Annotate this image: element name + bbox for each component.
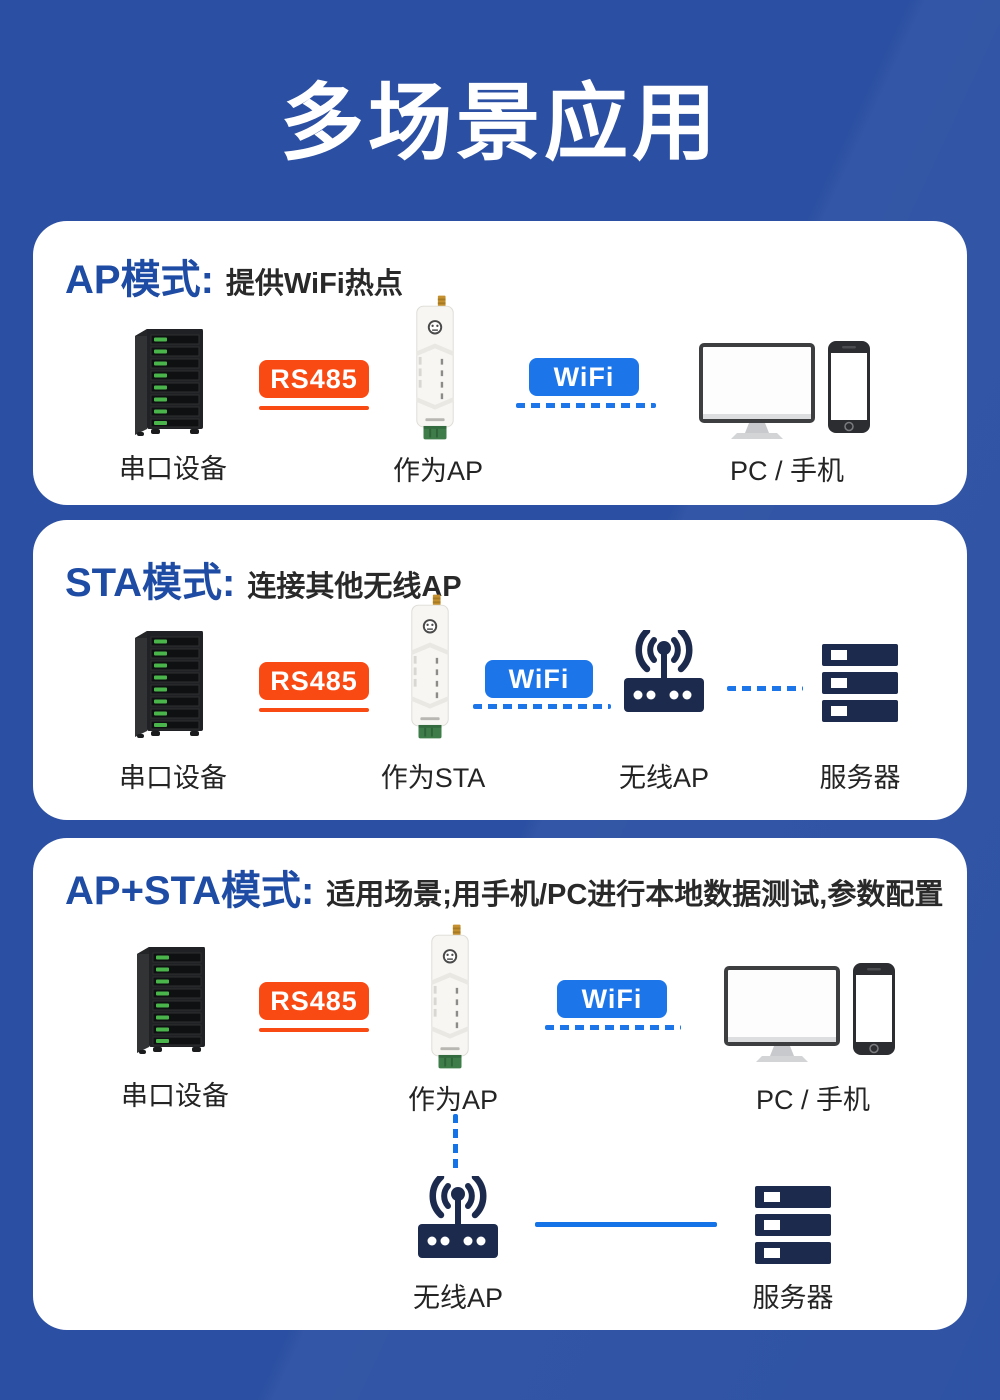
wifi-dashed-line	[473, 704, 611, 709]
ap-sta-mode-panel: AP+STA模式: 适用场景;用手机/PC进行本地数据测试,参数配置 串口设备 …	[33, 838, 967, 1330]
wireless-ap-label: 无线AP	[619, 763, 710, 793]
ap-server-dashed-line	[727, 686, 803, 691]
rs485-connection-line	[259, 406, 369, 410]
mode-description: 适用场景;用手机/PC进行本地数据测试,参数配置	[326, 879, 944, 911]
smartphone-icon	[828, 341, 870, 433]
client-devices-label: PC / 手机	[729, 456, 844, 486]
server-rack-icon	[137, 947, 205, 1054]
monitor-icon	[699, 343, 815, 439]
rs485-connection-line	[259, 708, 369, 712]
converter-role-label: 作为AP	[392, 456, 484, 486]
wireless-ap-router-icon	[624, 630, 704, 712]
wireless-ap-label: 无线AP	[413, 1283, 504, 1313]
mode-description: 提供WiFi热点	[225, 268, 403, 300]
serial-device-label: 串口设备	[121, 1081, 229, 1111]
ap-mode-panel: AP模式: 提供WiFi热点 串口设备 RS485	[33, 221, 967, 505]
rs485-badge: RS485	[259, 360, 369, 398]
serial-wifi-converter-icon	[411, 594, 449, 739]
server-label: 服务器	[752, 1283, 834, 1313]
smartphone-icon	[853, 963, 895, 1055]
sta-mode-header: STA模式: 连接其他无线AP	[65, 550, 462, 608]
server-label: 服务器	[819, 763, 901, 793]
monitor-icon	[724, 966, 840, 1062]
wireless-ap-router-icon	[418, 1176, 498, 1258]
converter-role-label: 作为AP	[407, 1085, 499, 1115]
page-title: 多场景应用	[279, 76, 720, 170]
rs485-badge: RS485	[259, 662, 369, 700]
serial-device-label: 串口设备	[119, 763, 227, 793]
mode-description: 连接其他无线AP	[247, 571, 462, 603]
server-rack-icon	[135, 631, 203, 738]
rs485-badge: RS485	[259, 982, 369, 1020]
wifi-dashed-line	[545, 1025, 681, 1030]
wifi-dashed-line	[516, 403, 656, 408]
ap-sta-mode-header: AP+STA模式: 适用场景;用手机/PC进行本地数据测试,参数配置	[65, 858, 943, 916]
wifi-badge: WiFi	[557, 980, 667, 1018]
serial-wifi-converter-icon	[416, 295, 454, 440]
client-devices-label: PC / 手机	[755, 1085, 870, 1115]
mode-title: AP+STA模式:	[65, 869, 315, 913]
wifi-badge: WiFi	[529, 358, 639, 396]
converter-role-label: 作为STA	[380, 763, 486, 793]
server-stack-icon	[822, 644, 898, 722]
ap-mode-header: AP模式: 提供WiFi热点	[65, 247, 403, 305]
wifi-badge: WiFi	[485, 660, 593, 698]
mode-title: STA模式:	[65, 561, 236, 605]
converter-ap-dashed-line	[453, 1114, 458, 1172]
sta-mode-panel: STA模式: 连接其他无线AP 串口设备 RS485	[33, 520, 967, 820]
server-rack-icon	[135, 329, 203, 436]
rs485-connection-line	[259, 1028, 369, 1032]
ap-server-solid-line	[535, 1222, 717, 1227]
serial-device-label: 串口设备	[119, 454, 227, 484]
server-stack-icon	[755, 1186, 831, 1264]
mode-title: AP模式:	[65, 258, 214, 302]
serial-wifi-converter-icon	[431, 924, 469, 1069]
